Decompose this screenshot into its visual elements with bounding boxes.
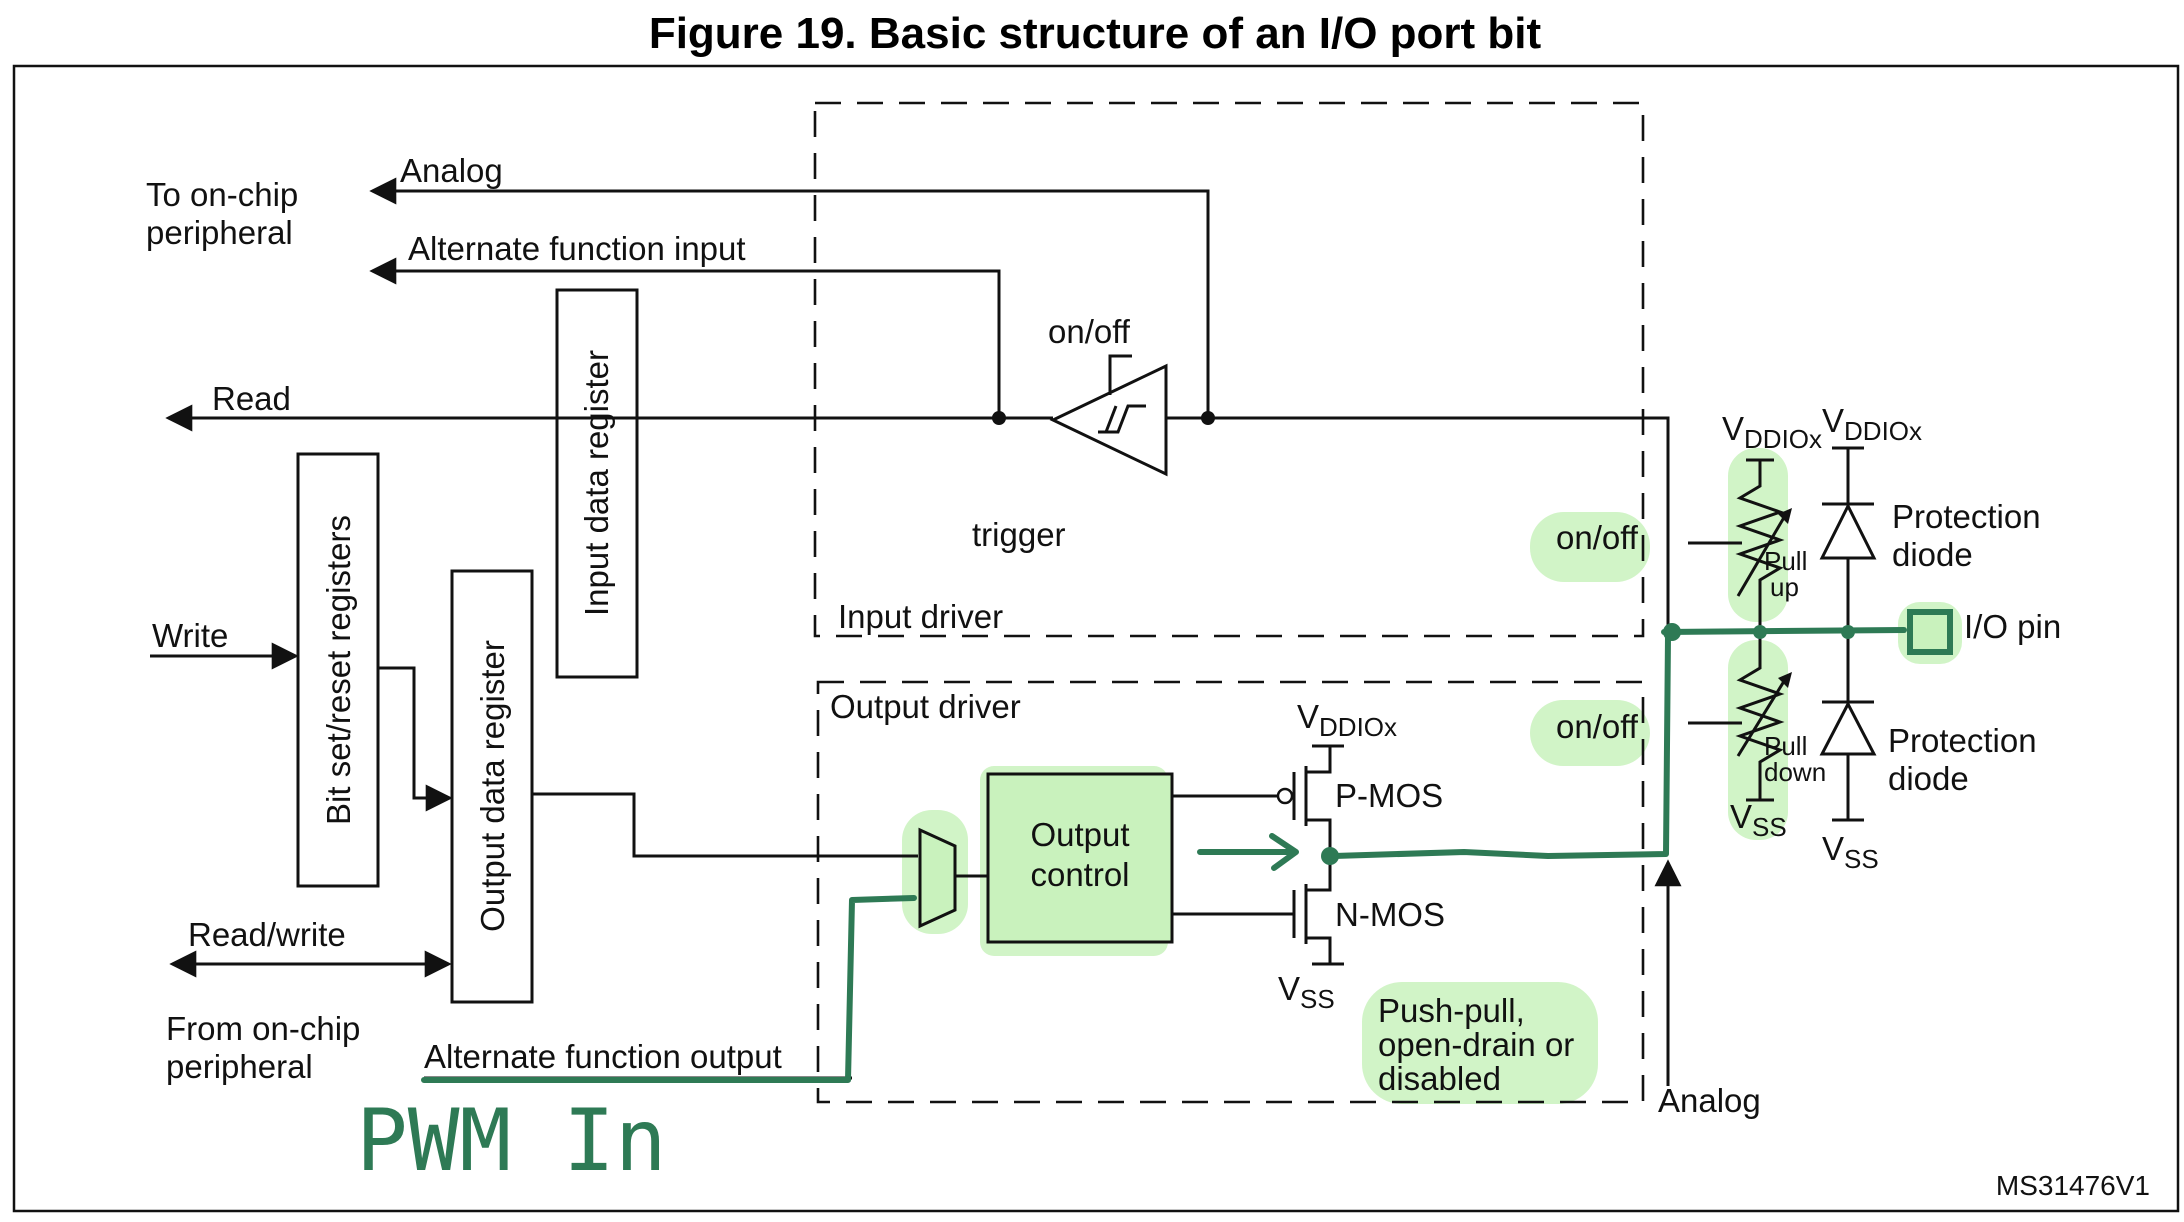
- output-driver-box: [816, 680, 1645, 1104]
- green-arrow-to-mos: [1197, 833, 1299, 871]
- pmos-gate-bubble: [1276, 787, 1294, 805]
- input-driver-box: [813, 101, 1645, 638]
- protection-top-label-2: diode: [1892, 536, 1973, 573]
- output-control-label-2: control: [1030, 856, 1129, 893]
- mos-output-node: [1321, 847, 1339, 865]
- figure-title: Figure 19. Basic structure of an I/O por…: [649, 9, 1542, 58]
- protection-top-label-1: Protection: [1892, 498, 2041, 535]
- read-label: Read: [212, 380, 291, 417]
- io-pin-label: I/O pin: [1964, 608, 2061, 645]
- pull-up-label-2: up: [1770, 572, 1799, 602]
- green-alt-output-trace: [421, 895, 917, 1083]
- push-pull-label-2: open-drain or: [1378, 1026, 1574, 1063]
- pull-down-resistor: [1688, 632, 1792, 802]
- junction-alt-input: [992, 411, 1006, 425]
- protection-bottom-label-2: diode: [1888, 760, 1969, 797]
- output-driver-label: Output driver: [830, 688, 1021, 725]
- vddiox-diode-label: VDDIOx: [1822, 402, 1922, 446]
- alt-func-input-label: Alternate function input: [408, 230, 746, 267]
- pmos-transistor: [1292, 744, 1344, 856]
- protection-diode-top: [1819, 446, 1877, 632]
- protection-bottom-label-1: Protection: [1888, 722, 2037, 759]
- pull-up-resistor: [1688, 458, 1792, 632]
- onoff-pullup-label: on/off: [1556, 519, 1639, 556]
- to-onchip-label-1: To on-chip: [146, 176, 298, 213]
- odr-to-mux-line: [532, 792, 918, 858]
- analog-bottom-label: Analog: [1658, 1082, 1761, 1119]
- vddiox-mos-label: VDDIOx: [1297, 698, 1397, 742]
- vss-diode-label: VSS: [1822, 830, 1879, 874]
- handwritten-pwm-in: PWM In: [356, 1091, 667, 1191]
- alt-func-output-label: Alternate function output: [424, 1038, 782, 1075]
- figure-frame: [12, 64, 2180, 1213]
- highlight-onoff-pullup: [1530, 512, 1650, 582]
- output-control-box: [986, 772, 1174, 944]
- highlight-onoff-pulldown: [1530, 700, 1650, 766]
- input-data-register-box: [555, 288, 639, 679]
- bsr-to-odr-line: [378, 666, 453, 812]
- green-pin-line: [1661, 627, 1907, 635]
- green-junction-2: [1753, 625, 1767, 639]
- highlight-push-pull: [1362, 982, 1598, 1104]
- handwritten-annotations: [421, 623, 1907, 1083]
- junction-analog: [1201, 411, 1215, 425]
- pin-to-trigger-line: [1166, 416, 1670, 628]
- green-output-to-pin-trace: [1331, 633, 1671, 859]
- green-junction-3: [1841, 625, 1855, 639]
- push-pull-label-1: Push-pull,: [1378, 992, 1525, 1029]
- green-junction-1: [1663, 623, 1681, 641]
- nmos-label: N-MOS: [1335, 896, 1445, 933]
- to-onchip-label-2: peripheral: [146, 214, 293, 251]
- trigger-label: trigger: [972, 516, 1066, 553]
- vddiox-pullup-label: VDDIOx: [1722, 410, 1822, 454]
- vss-pulldown-label: VSS: [1730, 798, 1787, 842]
- write-label: Write: [152, 617, 228, 654]
- vss-mos-label: VSS: [1278, 970, 1335, 1014]
- pmos-label: P-MOS: [1335, 777, 1443, 814]
- from-onchip-label-1: From on-chip: [166, 1010, 360, 1047]
- pull-up-label-1: Pull: [1764, 546, 1807, 576]
- analog-input-line: [369, 177, 1210, 418]
- alt-func-input-line: [369, 257, 1001, 418]
- analog-top-label: Analog: [400, 152, 503, 189]
- output-control-label-1: Output: [1030, 816, 1129, 853]
- highlight-pullup: [1728, 448, 1788, 622]
- protection-diode-bottom: [1819, 632, 1877, 822]
- input-driver-label: Input driver: [838, 598, 1003, 635]
- output-mux: [918, 827, 957, 929]
- input-data-register-label: Input data register: [578, 350, 615, 616]
- nmos-transistor: [1292, 856, 1344, 966]
- bit-set-reset-label: Bit set/reset registers: [320, 515, 357, 825]
- schmitt-trigger: [1049, 354, 1168, 477]
- pull-down-label-1: Pull: [1764, 731, 1807, 761]
- output-data-register-label: Output data register: [474, 640, 511, 932]
- bit-set-reset-box: [296, 452, 380, 888]
- read-write-label: Read/write: [188, 916, 346, 953]
- pull-down-label-2: down: [1764, 757, 1826, 787]
- trigger-onoff-label: on/off: [1048, 313, 1131, 350]
- onoff-pulldown-label: on/off: [1556, 708, 1639, 745]
- push-pull-label-3: disabled: [1378, 1060, 1501, 1097]
- io-pin: [1907, 609, 1953, 655]
- from-onchip-label-2: peripheral: [166, 1048, 313, 1085]
- figure-id: MS31476V1: [1996, 1170, 2150, 1201]
- output-data-register-box: [450, 569, 534, 1004]
